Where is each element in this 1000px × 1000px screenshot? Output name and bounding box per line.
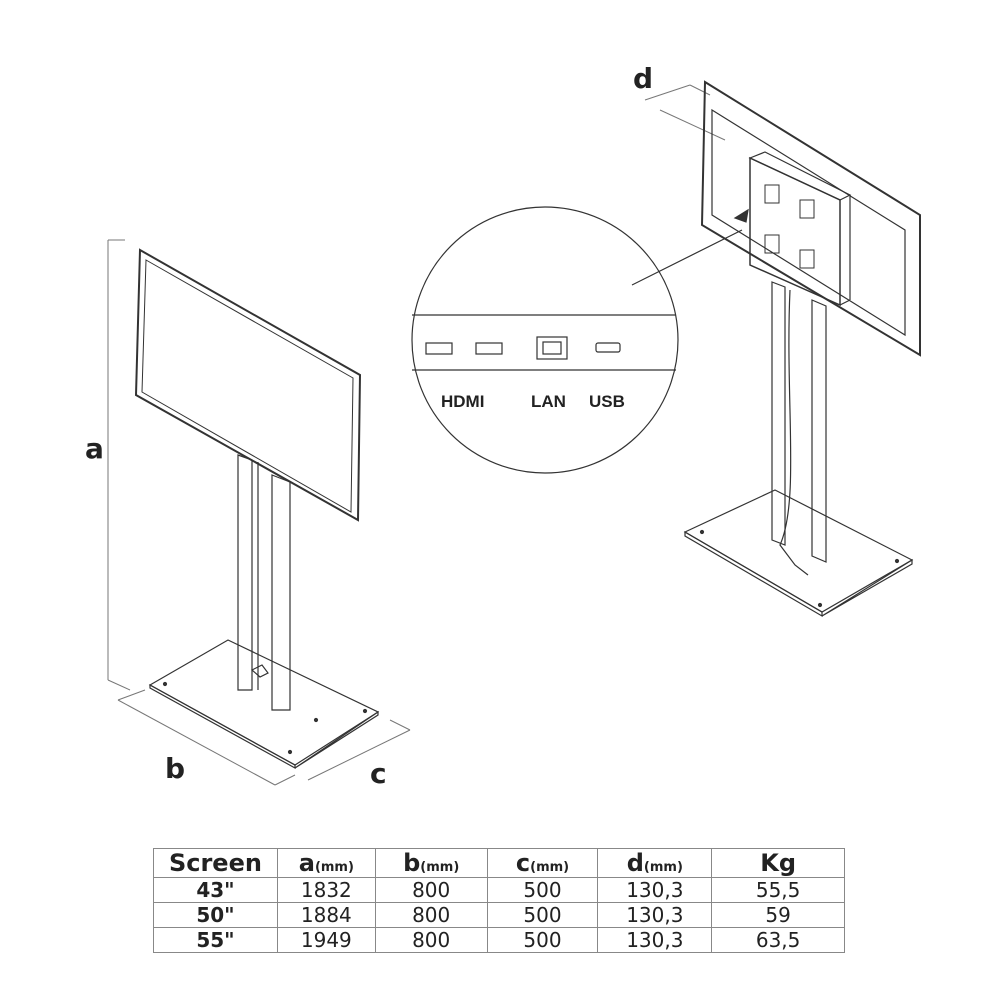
port-label-lan: LAN xyxy=(531,392,566,411)
dimension-label-b: b xyxy=(165,752,186,785)
cell-d: 130,3 xyxy=(597,877,713,903)
front-stand xyxy=(134,248,380,770)
cell-c: 500 xyxy=(486,927,599,953)
cell-b: 800 xyxy=(374,902,488,928)
port-magnifier xyxy=(411,206,743,474)
cell-a: 1832 xyxy=(276,877,376,903)
dimension-label-a: a xyxy=(85,432,104,465)
header-c: c(mm) xyxy=(486,848,599,878)
cell-d: 130,3 xyxy=(597,927,713,953)
dimension-lines xyxy=(107,84,726,786)
cell-b: 800 xyxy=(374,927,488,953)
cell-screen: 50" xyxy=(153,902,278,928)
cell-kg: 63,5 xyxy=(711,927,845,953)
header-a: a(mm) xyxy=(276,848,376,878)
header-b: b(mm) xyxy=(374,848,488,878)
dimension-label-c: c xyxy=(370,757,387,790)
cell-kg: 59 xyxy=(711,902,845,928)
dimension-label-d: d xyxy=(633,62,654,95)
header-kg: Kg xyxy=(711,848,845,878)
header-d: d(mm) xyxy=(597,848,713,878)
cell-screen: 43" xyxy=(153,877,278,903)
header-screen: Screen xyxy=(153,848,278,878)
table-header-row: Screen a(mm) b(mm) c(mm) d(mm) Kg xyxy=(153,848,845,878)
cell-screen: 55" xyxy=(153,927,278,953)
cell-b: 800 xyxy=(374,877,488,903)
cell-d: 130,3 xyxy=(597,902,713,928)
cell-kg: 55,5 xyxy=(711,877,845,903)
rear-stand xyxy=(683,80,921,618)
port-label-hdmi: HDMI xyxy=(441,392,485,411)
dimensions-table: Screen a(mm) b(mm) c(mm) d(mm) Kg 43"183… xyxy=(153,848,845,953)
cell-c: 500 xyxy=(486,877,599,903)
cell-a: 1949 xyxy=(276,927,376,953)
cell-c: 500 xyxy=(486,902,599,928)
port-label-usb: USB xyxy=(589,392,625,411)
cell-a: 1884 xyxy=(276,902,376,928)
